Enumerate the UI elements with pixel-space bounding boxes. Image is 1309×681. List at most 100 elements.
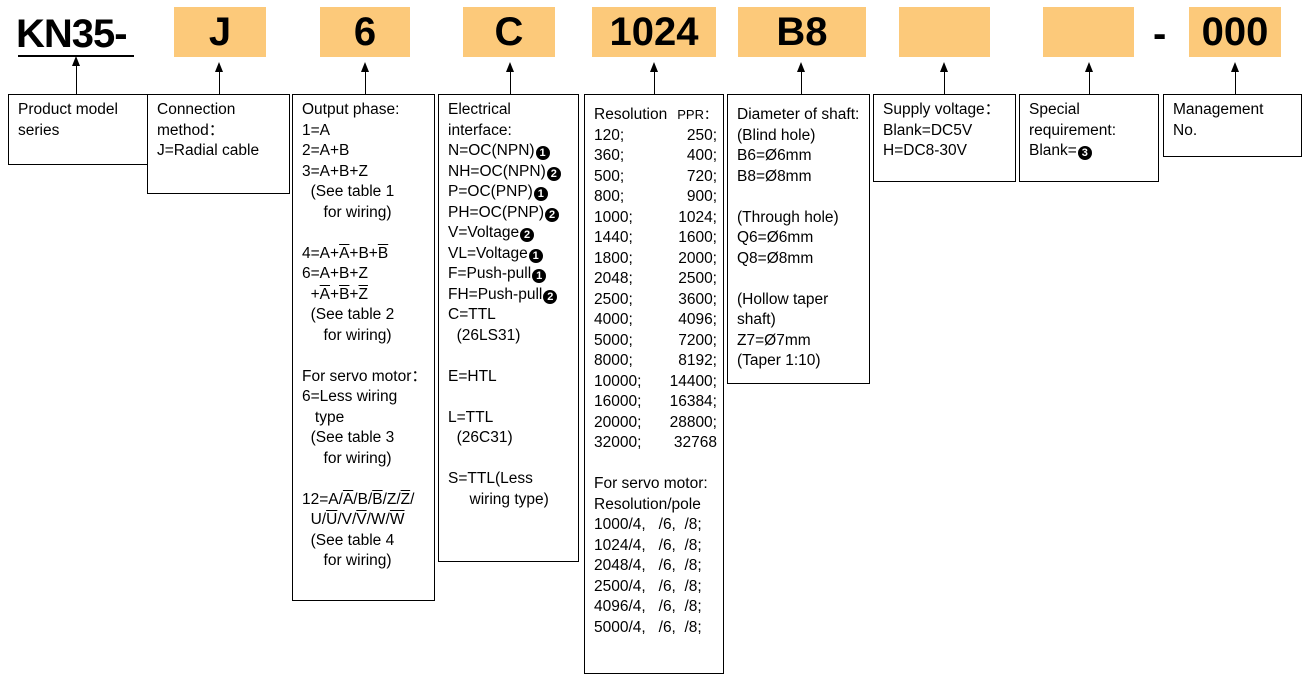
electrical-text: (26LS31) bbox=[448, 326, 521, 344]
resolution-value: 800; bbox=[594, 188, 625, 205]
ppr-value: 4096; bbox=[678, 311, 717, 328]
output-blank bbox=[302, 223, 428, 244]
shaft-line: Diameter of shaft: bbox=[737, 106, 860, 123]
output-seg: /V/ bbox=[337, 511, 357, 528]
output-line: For servo motor： bbox=[302, 367, 427, 385]
special-line: Special bbox=[1029, 101, 1080, 118]
electrical-line: P=OC(PNP)1 bbox=[448, 182, 572, 203]
resolution-value: 32000; bbox=[594, 434, 642, 451]
resolution-row: 500;720; bbox=[594, 167, 717, 188]
output-seg-overline: B bbox=[377, 244, 389, 262]
electrical-line: C=TTL bbox=[448, 305, 572, 326]
output-seg-overline: A bbox=[342, 490, 354, 508]
resolution-value: 500; bbox=[594, 167, 625, 185]
output-line: type bbox=[302, 408, 345, 426]
servo-row: 1024/4, /6, /8; bbox=[594, 536, 702, 554]
output-line: for wiring) bbox=[302, 326, 392, 344]
resolution-row: 32000;32768 bbox=[594, 433, 717, 454]
electrical-text: C=TTL bbox=[448, 306, 496, 323]
box-output-phase: Output phase: 1=A 2=A+B 3=A+B+Z (See tab… bbox=[292, 94, 435, 601]
resolution-value: 360; bbox=[594, 147, 625, 164]
electrical-text: L=TTL bbox=[448, 408, 494, 426]
note-2-icon: 2 bbox=[543, 289, 558, 304]
ppr-value: 2500; bbox=[678, 270, 717, 287]
shaft-line bbox=[737, 269, 863, 290]
resolution-row: 4000; 4096; bbox=[594, 310, 717, 331]
voltage-line: Supply voltage： bbox=[883, 101, 1001, 118]
resolution-row: 1800;2000; bbox=[594, 249, 717, 270]
output-seg: U/ bbox=[302, 511, 327, 528]
resolution-row: 5000; 7200; bbox=[594, 331, 717, 352]
note-1-icon: 1 bbox=[532, 269, 547, 283]
ppr-value: 1024; bbox=[678, 208, 717, 226]
electrical-text: F=Push-pull bbox=[448, 265, 532, 282]
output-line: (See table 4 bbox=[302, 531, 395, 549]
servo-row: 5000/4, /6, /8; bbox=[594, 618, 702, 636]
output-line: 3=A+B+Z bbox=[302, 162, 368, 180]
connection-line: method： bbox=[157, 121, 225, 139]
resolution-value: 4000; bbox=[594, 311, 633, 328]
electrical-text: VL=Voltage bbox=[448, 244, 528, 262]
output-line-12a: 12=A/A/B/B/Z/Z/ bbox=[302, 490, 428, 511]
note-1-icon: 1 bbox=[535, 146, 550, 160]
special-line: requirement: bbox=[1029, 121, 1117, 139]
output-line: for wiring) bbox=[302, 203, 392, 221]
electrical-line: S=TTL(Less bbox=[448, 469, 572, 490]
shaft-line: Z7=Ø7mm bbox=[737, 331, 811, 349]
electrical-text: NH=OC(NPN) bbox=[448, 162, 546, 180]
product-line: series bbox=[18, 121, 60, 139]
box-connection-method: Connection method： J=Radial cable bbox=[147, 94, 290, 194]
output-seg-overline: U bbox=[326, 511, 338, 528]
shaft-line: Q8=Ø8mm bbox=[737, 249, 814, 267]
resolution-row: 8000;8192; bbox=[594, 351, 717, 372]
output-seg-overline: Z bbox=[400, 490, 411, 508]
connection-line: J=Radial cable bbox=[157, 142, 260, 159]
code-separator: - bbox=[1153, 12, 1167, 56]
resolution-value: 2048; bbox=[594, 270, 633, 287]
note-1-icon: 1 bbox=[528, 248, 543, 263]
special-line-blank: Blank=3 bbox=[1029, 141, 1152, 162]
electrical-text: FH=Push-pull bbox=[448, 285, 543, 303]
shaft-line: (Through hole) bbox=[737, 208, 839, 226]
electrical-line: (26C31) bbox=[448, 428, 572, 449]
model-prefix: KN35- bbox=[16, 12, 128, 56]
output-line: for wiring) bbox=[302, 552, 392, 569]
resolution-value: 20000; bbox=[594, 413, 642, 431]
output-seg: + bbox=[349, 285, 359, 303]
shaft-line: B8=Ø8mm bbox=[737, 167, 812, 185]
electrical-text: interface: bbox=[448, 121, 512, 139]
output-line: 1=A bbox=[302, 121, 331, 139]
output-line: Output phase: bbox=[302, 101, 400, 118]
output-line: (See table 2 bbox=[302, 306, 395, 323]
code-interface: C bbox=[463, 7, 555, 57]
output-seg: /W/ bbox=[366, 511, 390, 528]
electrical-line: interface: bbox=[448, 121, 572, 142]
output-seg: + bbox=[330, 285, 340, 303]
electrical-text: PH=OC(PNP) bbox=[448, 203, 545, 221]
resolution-row: 120;250; bbox=[594, 126, 717, 147]
note-2-icon: 2 bbox=[520, 228, 535, 242]
output-line: for wiring) bbox=[302, 449, 392, 467]
shaft-line: (Hollow taper bbox=[737, 290, 829, 308]
ppr-value: 250; bbox=[686, 126, 717, 144]
resolution-value: 5000; bbox=[594, 331, 633, 349]
electrical-line: PH=OC(PNP)2 bbox=[448, 203, 572, 224]
servo-row: 2500/4, /6, /8; bbox=[594, 577, 702, 595]
electrical-text: P=OC(PNP) bbox=[448, 183, 533, 200]
output-seg: /Z/ bbox=[382, 490, 401, 508]
box-resolution: Resolution PPR： 120;250;360;400;500;720;… bbox=[584, 94, 724, 674]
ppr-value: 7200; bbox=[678, 331, 717, 349]
electrical-line: (26LS31) bbox=[448, 326, 572, 347]
resolution-row: 10000;14400; bbox=[594, 372, 717, 393]
management-line: Management bbox=[1173, 101, 1264, 118]
ppr-value: 2000; bbox=[678, 249, 717, 267]
electrical-text: (26C31) bbox=[448, 429, 513, 446]
output-seg: /B/ bbox=[353, 490, 373, 508]
electrical-text: E=HTL bbox=[448, 367, 497, 385]
resolution-row: 2500;3600; bbox=[594, 290, 717, 311]
output-seg-overline: W bbox=[389, 511, 405, 528]
code-management: 000 bbox=[1189, 7, 1281, 57]
